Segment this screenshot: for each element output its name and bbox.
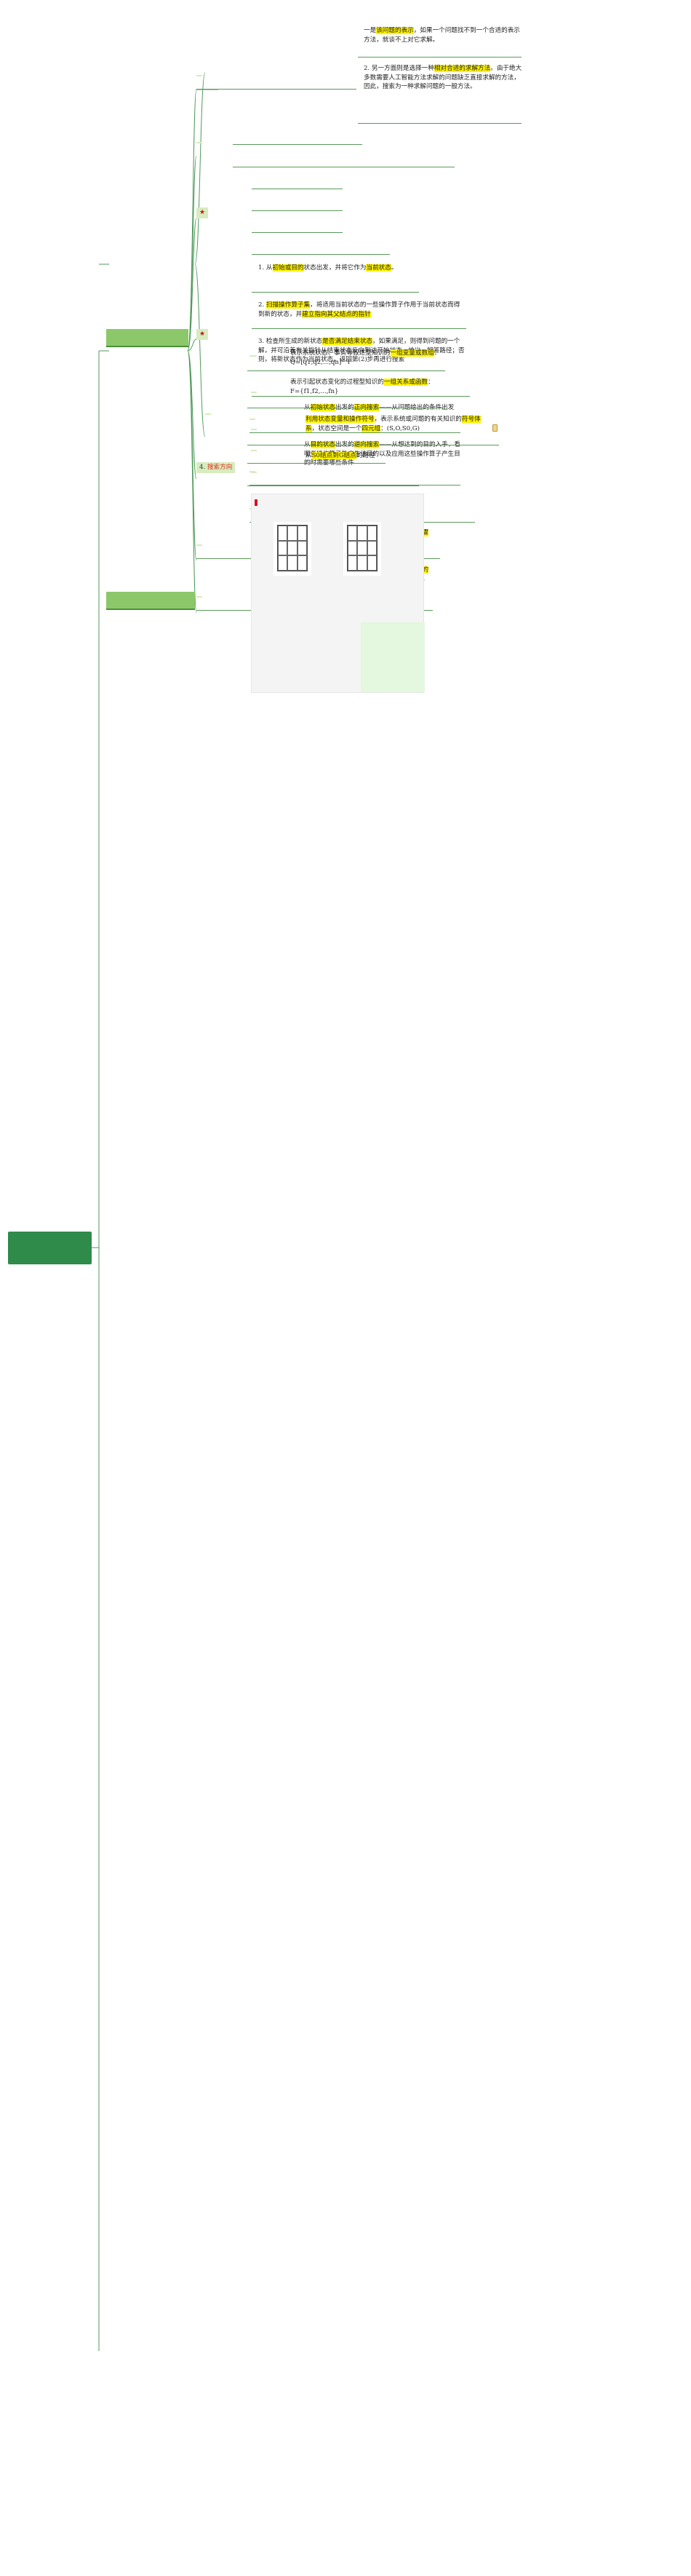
solution-path-text: 从S0结点到G结点的路径 bbox=[305, 452, 375, 459]
node-basic-questions[interactable]: ★ bbox=[196, 207, 209, 218]
divider bbox=[252, 396, 470, 397]
node-representation-label[interactable] bbox=[205, 413, 211, 415]
star-icon: ★ bbox=[199, 209, 206, 216]
state-text: 表示系统状态、事实等叙述型知识的一组变量或数组：Q=[q1,q2,...,qn]… bbox=[290, 349, 441, 366]
divider bbox=[247, 370, 445, 371]
divider bbox=[252, 292, 419, 293]
branch-search-concept[interactable] bbox=[106, 329, 188, 347]
star-icon: ★ bbox=[199, 330, 206, 338]
node-blind-search[interactable] bbox=[196, 544, 202, 546]
divider bbox=[247, 463, 386, 464]
divider bbox=[233, 144, 362, 145]
overview-item-1: 一是该问题的表示，如果一个问题找不到一个合适的表示方法，就谈不上对它求解。 bbox=[364, 27, 520, 44]
overview-item-2: 2. 另一方面则是选择一种相对合适的求解方法。由于绝大多数需要人工智能方法求解的… bbox=[364, 65, 522, 90]
operation-text: 表示引起状态变化的过程型知识的一组关系或函数：F={f1,f2,...,fn} bbox=[290, 379, 434, 395]
process-item-2: 2. 扫描操作算子集，将适用当前状态的一些操作算子作用于当前状态而得到新的状态，… bbox=[258, 301, 460, 318]
concept-item-2 bbox=[238, 154, 248, 164]
divider bbox=[252, 328, 466, 329]
divider bbox=[249, 485, 460, 486]
root-node[interactable] bbox=[8, 1232, 92, 1264]
divider bbox=[252, 232, 343, 233]
divider bbox=[252, 210, 343, 211]
goal-state-grid bbox=[347, 525, 378, 571]
concept-item-1 bbox=[238, 132, 248, 142]
divider bbox=[358, 57, 522, 58]
node-solution-path[interactable] bbox=[251, 450, 257, 451]
branch-state-space[interactable] bbox=[106, 592, 195, 610]
example-title bbox=[255, 499, 262, 507]
divider bbox=[358, 123, 522, 124]
node-overview[interactable] bbox=[196, 75, 202, 76]
node-operation[interactable] bbox=[251, 392, 257, 393]
process-item-3: 3. 检查所生成的新状态是否满足结束状态，如果满足，则得到问题的一个解，并可沿着… bbox=[258, 338, 465, 363]
node-state-space[interactable] bbox=[251, 429, 257, 430]
example-5-1-figure bbox=[251, 494, 425, 693]
divider bbox=[252, 254, 390, 255]
state-space-text: 利用状态变量和操作符号，表示系统或问题的有关知识的符号体系，状态空间是一个四元组… bbox=[305, 416, 481, 432]
node-data-driven[interactable] bbox=[249, 419, 255, 420]
note-icon[interactable] bbox=[492, 424, 498, 432]
divider bbox=[196, 89, 356, 90]
node-search-direction[interactable]: 4. 搜索方向 bbox=[196, 462, 236, 473]
operators-list bbox=[361, 622, 425, 692]
node-heuristic-search[interactable] bbox=[196, 596, 202, 598]
node-concept[interactable] bbox=[196, 142, 202, 143]
node-one-solution[interactable] bbox=[251, 472, 257, 473]
initial-state-grid bbox=[277, 525, 308, 571]
process-item-1: 1. 从初始或目的状态出发，并将它作为当前状态。 bbox=[258, 264, 398, 272]
divider bbox=[249, 432, 460, 433]
node-state-1[interactable] bbox=[251, 355, 257, 357]
node-main-process[interactable]: ★ bbox=[196, 329, 209, 340]
